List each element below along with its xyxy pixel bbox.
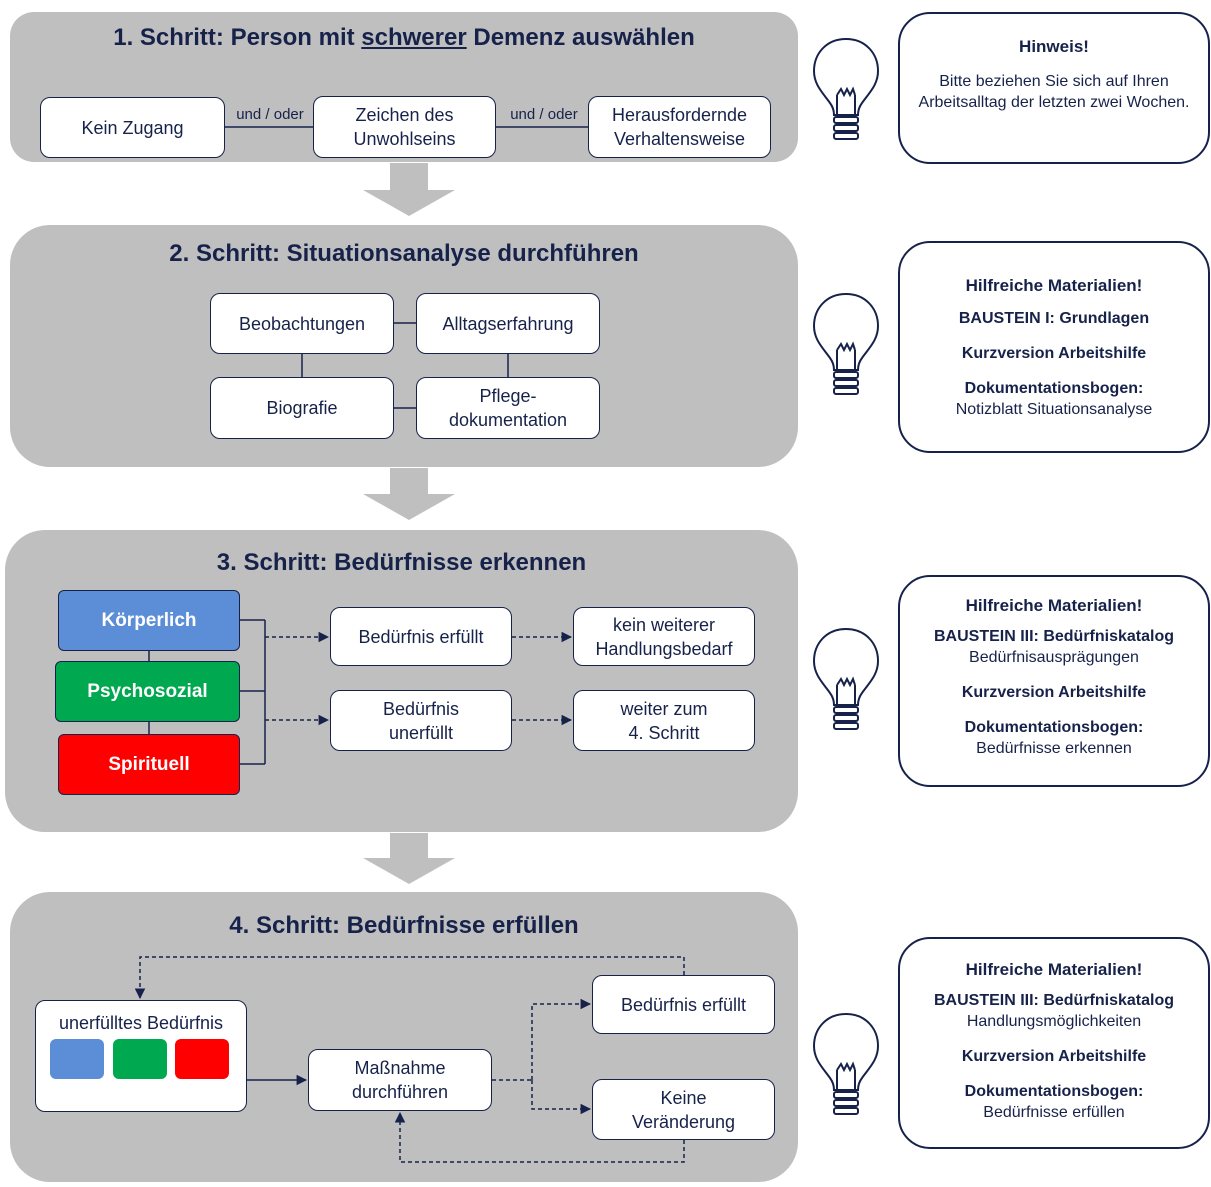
lightbulb-icon: [812, 1012, 880, 1115]
step2-title: 2. Schritt: Situationsanalyse durchführe…: [169, 240, 639, 267]
box-massnahme-durchfuehren: Maßnahme durchführen: [308, 1049, 492, 1111]
materials-step3-box: Hilfreiche Materialien! BAUSTEIN III: Be…: [898, 575, 1210, 787]
category-spirituell: Spirituell: [58, 734, 240, 795]
lightbulb-icon: [812, 627, 880, 730]
box-zeichen-unwohlsein: Zeichen des Unwohlseins: [313, 96, 496, 158]
box-weiter-zum-4-schritt: weiter zum 4. Schritt: [573, 690, 755, 751]
category-psychosozial: Psychosozial: [55, 661, 240, 722]
materials-item: Kurzversion Arbeitshilfe: [961, 345, 1147, 362]
box-beduerfnis-erfuellt: Bedürfnis erfüllt: [330, 607, 512, 666]
down-arrow-icon: [363, 468, 455, 520]
step3-title: 3. Schritt: Bedürfnisse erkennen: [216, 549, 587, 576]
materials-heading: Hilfreiche Materialien!: [965, 276, 1143, 295]
materials-item-text: Notizblatt Situationsanalyse: [955, 401, 1153, 418]
need-square-green: [113, 1039, 167, 1079]
box-step4-beduerfnis-erfuellt: Bedürfnis erfüllt: [592, 975, 775, 1034]
connector-label: und / oder: [236, 106, 304, 123]
step4-title: 4. Schritt: Bedürfnisse erfüllen: [229, 912, 579, 939]
materials-step4-box: Hilfreiche Materialien! BAUSTEIN III: Be…: [898, 937, 1210, 1149]
hint-text: Bitte beziehen Sie sich auf Ihren Arbeit…: [918, 73, 1190, 111]
step1-title-post: Demenz auswählen: [466, 24, 695, 51]
materials-step2-box: Hilfreiche Materialien! BAUSTEIN I: Grun…: [898, 241, 1210, 453]
massnahme-label: Maßnahme durchführen: [351, 1058, 449, 1102]
need-square-blue: [50, 1039, 104, 1079]
hint-box: Hinweis! Bitte beziehen Sie sich auf Ihr…: [898, 12, 1210, 164]
materials-heading: Hilfreiche Materialien!: [965, 960, 1143, 979]
materials-item: BAUSTEIN III: Bedürfniskatalog: [933, 628, 1175, 645]
step1-title-pre: 1. Schritt: Person mit: [113, 24, 362, 51]
pflegedokumentation-label: Pflege-dokumentation: [448, 386, 568, 430]
box-kein-weiterer-handlungsbedarf: kein weiterer Handlungsbedarf: [573, 607, 755, 666]
hint-heading: Hinweis!: [1019, 37, 1089, 56]
materials-item-text: Bedürfnisse erkennen: [976, 740, 1132, 757]
materials-item: Dokumentationsbogen:: [964, 719, 1144, 736]
need-square-red: [175, 1039, 229, 1079]
materials-item: BAUSTEIN I: Grundlagen: [958, 310, 1150, 327]
box-kein-zugang: Kein Zugang: [40, 97, 225, 158]
materials-item: Dokumentationsbogen:: [964, 380, 1144, 397]
materials-item: BAUSTEIN III: Bedürfniskatalog: [933, 992, 1175, 1009]
connector-label: und / oder: [510, 106, 578, 123]
down-arrow-icon: [363, 163, 455, 216]
box-biografie: Biografie: [210, 377, 394, 439]
box-keine-veraenderung: Keine Veränderung: [592, 1079, 775, 1140]
box-herausfordernde-verhaltensweise: Herausfordernde Verhaltensweise: [588, 96, 771, 158]
box-pflegedokumentation: Pflege-dokumentation: [416, 377, 600, 439]
materials-item: Dokumentationsbogen:: [964, 1083, 1144, 1100]
category-koerperlich: Körperlich: [58, 590, 240, 651]
lightbulb-icon: [812, 37, 880, 140]
materials-item: Kurzversion Arbeitshilfe: [961, 1048, 1147, 1065]
lightbulb-icon: [812, 292, 880, 395]
step1-title-emph: schwerer: [361, 24, 467, 51]
materials-item-text: Handlungsmöglichkeiten: [966, 1013, 1142, 1030]
box-alltagserfahrung: Alltagserfahrung: [416, 293, 600, 354]
step1-title: 1. Schritt: Person mit schwerer Demenz a…: [10, 24, 798, 52]
box-beobachtungen: Beobachtungen: [210, 293, 394, 354]
box-beduerfnis-unerfuellt: Bedürfnis unerfüllt: [330, 690, 512, 751]
materials-heading: Hilfreiche Materialien!: [965, 596, 1143, 615]
materials-item: Kurzversion Arbeitshilfe: [961, 684, 1147, 701]
materials-item-text: Bedürfnisausprägungen: [969, 649, 1139, 666]
unerfuelltes-beduerfnis-label: unerfülltes Bedürfnis: [58, 1013, 224, 1033]
materials-item-text: Bedürfnisse erfüllen: [983, 1104, 1125, 1121]
step2-panel: [10, 225, 798, 467]
down-arrow-icon: [363, 833, 455, 884]
